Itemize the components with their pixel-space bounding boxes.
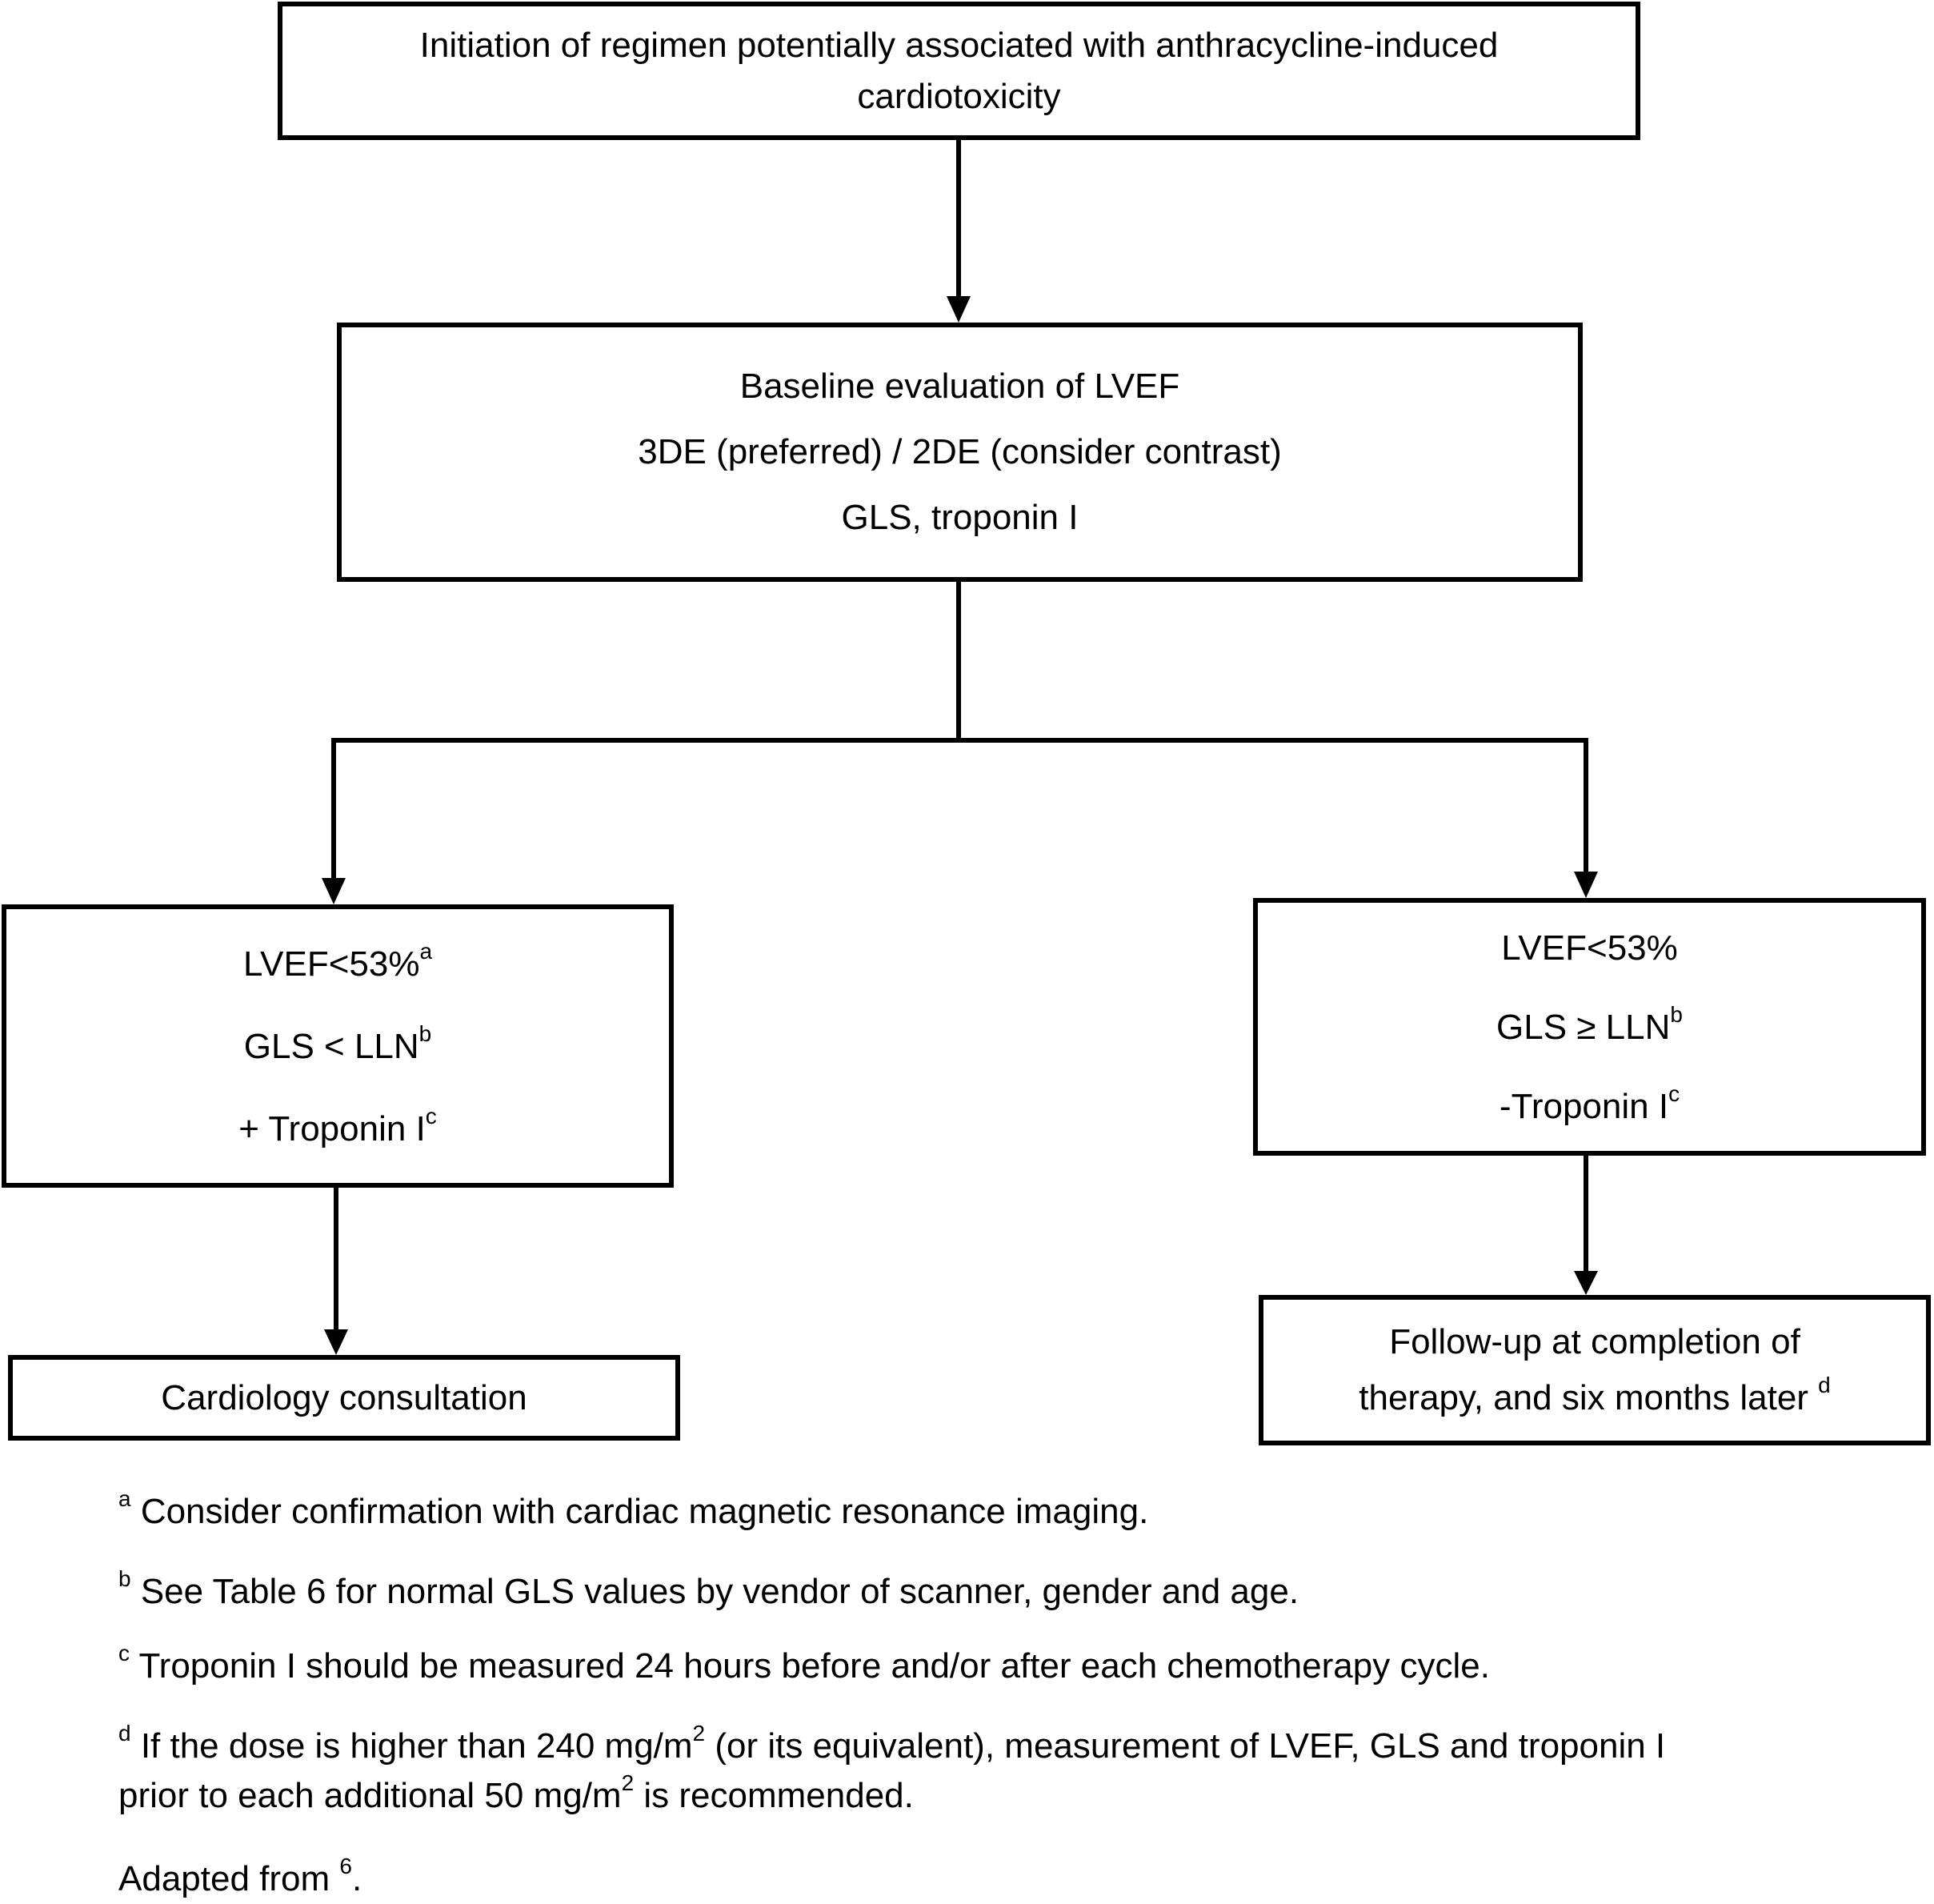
- right-branch-line-2-text: GLS ≥ LLN: [1496, 1007, 1671, 1047]
- source-text: Adapted from: [118, 1859, 330, 1898]
- left-branch-line-1: LVEF<53%a: [243, 923, 432, 1005]
- footnote-b-marker: b: [118, 1566, 131, 1591]
- right-branch-line-1-text: LVEF<53%: [1501, 928, 1678, 968]
- footnote-c-marker: c: [118, 1641, 130, 1665]
- footnote-c: c Troponin I should be measured 24 hours…: [118, 1641, 1490, 1691]
- arrowhead-left-branch: [322, 878, 346, 904]
- footnote-c-text: Troponin I should be measured 24 hours b…: [138, 1646, 1490, 1686]
- cardiology-label: Cardiology consultation: [161, 1377, 527, 1417]
- arrowhead-followup: [1574, 1271, 1598, 1295]
- baseline-line-3: GLS, troponin I: [841, 498, 1079, 537]
- right-branch-line-3-text: -Troponin I: [1499, 1086, 1669, 1126]
- initiation-line-2: cardiotoxicity: [857, 76, 1061, 116]
- footnote-marker-a: a: [419, 938, 433, 964]
- footnote-d-line-2: prior to each additional 50 mg/m2 is rec…: [118, 1771, 1665, 1821]
- footnote-d-sup-1: 2: [692, 1721, 706, 1746]
- initiation-box: Initiation of regimen potentially associ…: [278, 2, 1640, 140]
- footnote-marker-d: d: [1818, 1373, 1831, 1397]
- footnote-d-marker: d: [118, 1721, 131, 1746]
- follow-up-box: Follow-up at completion of therapy, and …: [1259, 1295, 1931, 1445]
- footnote-d-part-2: (or its equivalent), measurement of LVEF…: [715, 1726, 1666, 1766]
- cardiology-consultation-box: Cardiology consultation: [8, 1355, 680, 1441]
- initiation-line-1: Initiation of regimen potentially associ…: [419, 25, 1499, 65]
- footnote-a-text: Consider confirmation with cardiac magne…: [140, 1492, 1149, 1531]
- right-branch-box: LVEF<53% GLS ≥ LLNb -Troponin Ic: [1253, 898, 1926, 1156]
- left-branch-line-1-text: LVEF<53%: [242, 944, 420, 984]
- left-branch-line-3-text: + Troponin I: [238, 1108, 426, 1148]
- footnote-d-line-1: d If the dose is higher than 240 mg/m2 (…: [118, 1722, 1665, 1771]
- followup-line-2: therapy, and six months later d: [1359, 1370, 1831, 1426]
- footnote-d-sup-2: 2: [621, 1770, 635, 1795]
- footnote-d-part-3: prior to each additional 50 mg/m: [118, 1776, 622, 1815]
- arrowhead-right-branch: [1574, 872, 1598, 898]
- right-branch-line-1: LVEF<53%: [1501, 908, 1678, 988]
- followup-line-2-text: therapy, and six months later: [1359, 1378, 1808, 1417]
- baseline-evaluation-box: Baseline evaluation of LVEF 3DE (preferr…: [337, 323, 1583, 582]
- footnote-marker-c: c: [1668, 1080, 1680, 1106]
- footnote-d-part-4: is recommended.: [643, 1776, 914, 1815]
- source-ref: 6: [339, 1854, 352, 1878]
- footnote-d: d If the dose is higher than 240 mg/m2 (…: [118, 1722, 1665, 1821]
- footnote-d-part-1: If the dose is higher than 240 mg/m: [140, 1726, 693, 1766]
- left-branch-line-2-text: GLS < LLN: [243, 1026, 419, 1066]
- left-branch-line-3: + Troponin Ic: [238, 1088, 437, 1170]
- left-branch-line-2: GLS < LLNb: [244, 1005, 431, 1088]
- arrowhead-cardiology: [324, 1329, 348, 1355]
- footnote-a: a Consider confirmation with cardiac mag…: [118, 1487, 1148, 1537]
- footnote-marker-b: b: [418, 1020, 432, 1046]
- footnote-marker-b: b: [1670, 1001, 1683, 1027]
- baseline-line-2: 3DE (preferred) / 2DE (consider contrast…: [638, 432, 1282, 471]
- baseline-line-1: Baseline evaluation of LVEF: [739, 367, 1180, 406]
- followup-line-1: Follow-up at completion of: [1389, 1322, 1800, 1361]
- footnote-b-text: See Table 6 for normal GLS values by ven…: [140, 1572, 1299, 1611]
- right-branch-line-3: -Troponin Ic: [1500, 1067, 1680, 1146]
- source-attribution: Adapted from 6.: [118, 1854, 362, 1904]
- footnote-a-marker: a: [118, 1486, 131, 1511]
- right-branch-line-2: GLS ≥ LLNb: [1496, 988, 1683, 1067]
- arrowhead-baseline: [947, 296, 971, 323]
- footnote-b: b See Table 6 for normal GLS values by v…: [118, 1567, 1299, 1617]
- source-end: .: [351, 1859, 362, 1898]
- footnote-marker-c: c: [425, 1103, 437, 1128]
- left-branch-box: LVEF<53%a GLS < LLNb + Troponin Ic: [2, 904, 674, 1188]
